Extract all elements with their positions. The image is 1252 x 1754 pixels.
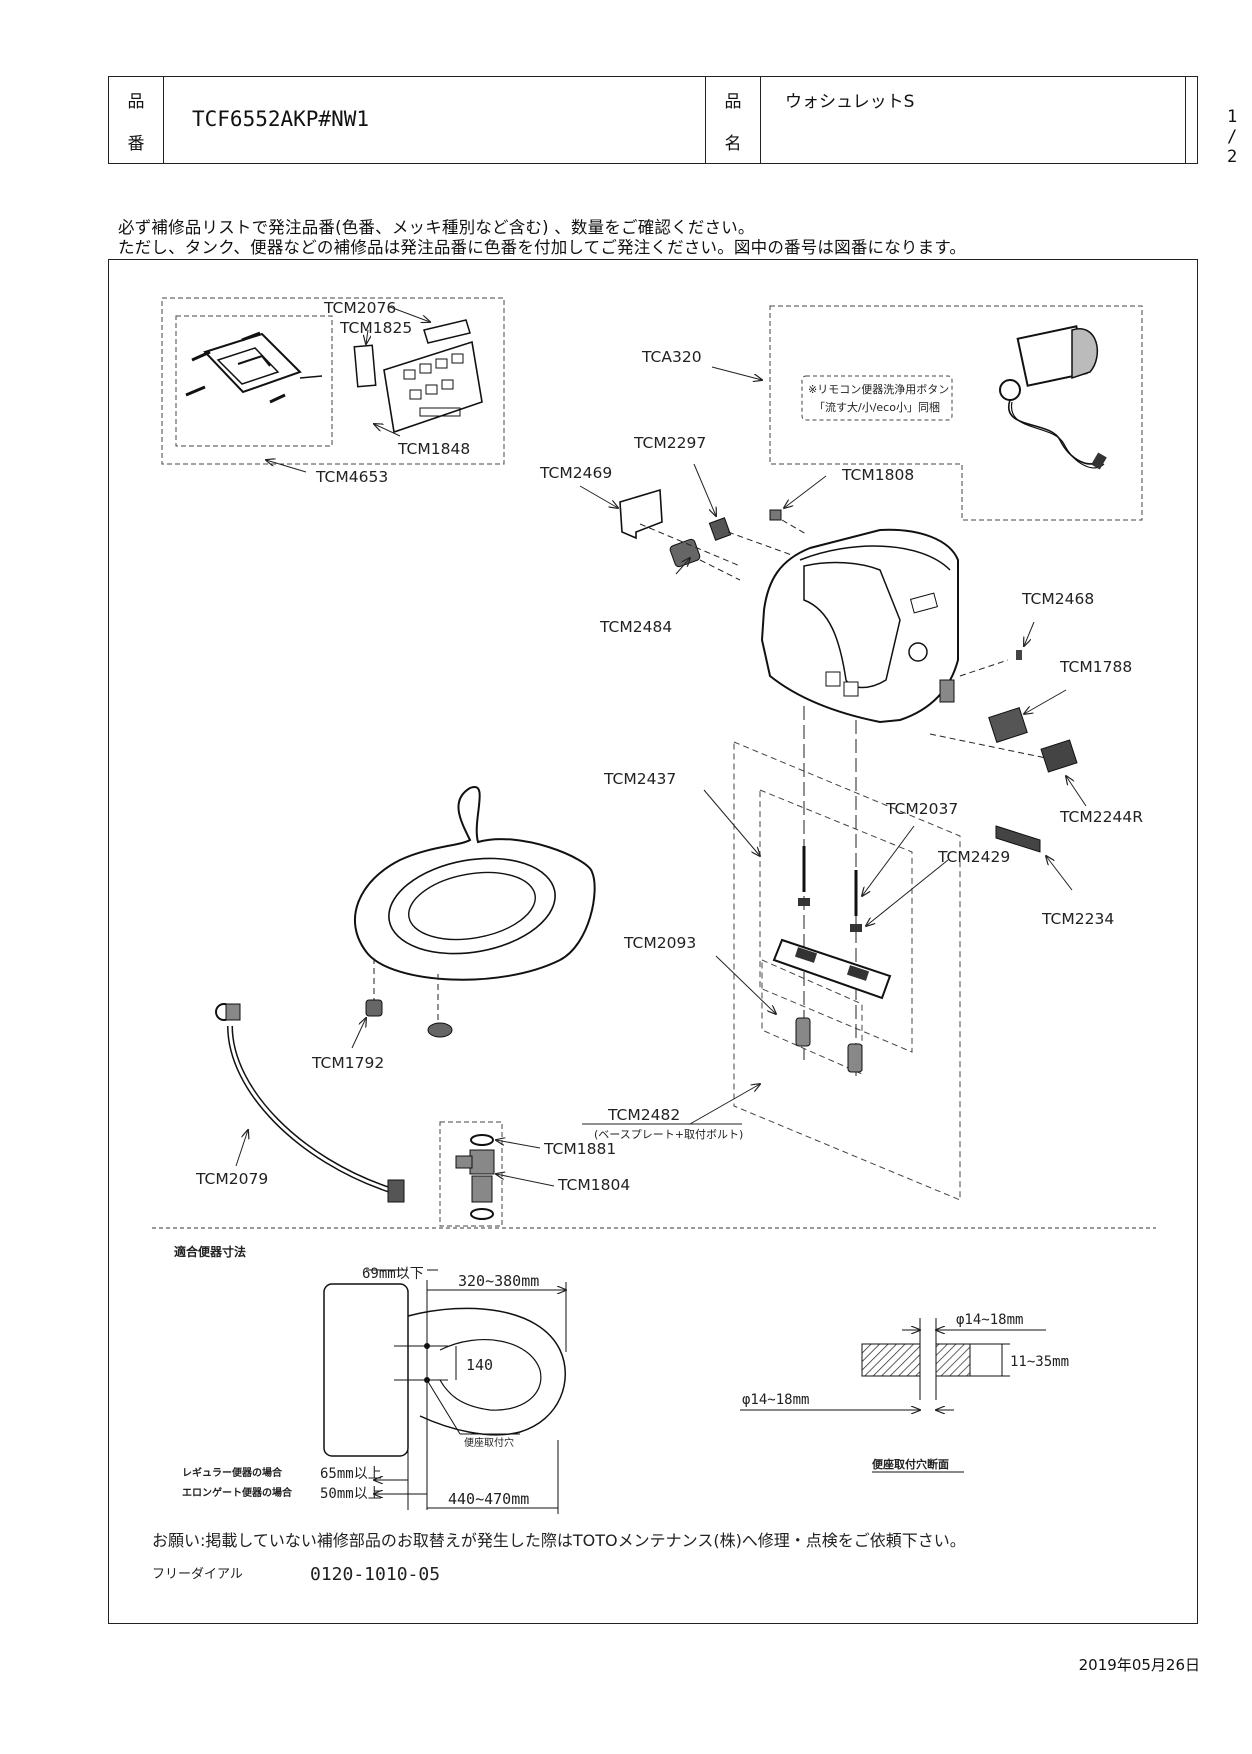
label-tcm2484: TCM2484: [599, 618, 672, 636]
seat-hole-label: 便座取付穴: [464, 1436, 514, 1449]
issue-date: 2019年05月26日: [1078, 1656, 1200, 1674]
product-name-cell: ウォシュレットS: [761, 77, 1186, 163]
name-label-top: 品: [724, 92, 742, 112]
side-cover-icon: [995, 825, 1041, 853]
grille-icon: [1040, 739, 1078, 773]
pin-icon: [1016, 650, 1022, 660]
clip-icon: [769, 509, 782, 521]
bowl-outline: [407, 1307, 566, 1436]
dim-140: 140: [466, 1356, 493, 1374]
label-tcm2076: TCM2076: [323, 299, 396, 317]
section-caption: 便座取付穴断面: [872, 1457, 949, 1471]
regular-bowl-label: レギュラー便器の場合: [182, 1466, 283, 1479]
dim-phi-top: φ14~18mm: [956, 1312, 1023, 1328]
dim-phi-bottom: φ14~18mm: [742, 1392, 809, 1408]
solenoid-valve-icon: [999, 325, 1107, 470]
washer-icon: [798, 898, 810, 906]
washer-icon: [850, 924, 862, 932]
hole-cross-section: [740, 1318, 1046, 1410]
tca320-group: [711, 305, 1143, 521]
page-number: 1 / 2: [1227, 107, 1238, 167]
repair-request-text: お願い:掲載していない補修部品のお取替えが発生した際はTOTOメンテナンス(株)…: [152, 1531, 966, 1550]
dim-thickness: 11~35mm: [1010, 1354, 1069, 1370]
title-block: 品 番 TCF6552AKP#NW1 品 名 ウォシュレットS 1 / 2: [108, 76, 1237, 167]
label-tcm1808: TCM1808: [841, 466, 914, 484]
remote-note-2: 「流す大/小/eco小」同梱: [814, 400, 940, 414]
label-tcm2469: TCM2469: [539, 464, 612, 482]
mounting-plate-icon: [772, 938, 892, 1000]
flush-buttons-icon: [423, 319, 471, 344]
label-tcm1804: TCM1804: [557, 1176, 630, 1194]
name-label-bottom: 名: [724, 134, 742, 154]
freedial-label: フリーダイアル: [152, 1567, 243, 1582]
label-tca320: TCA320: [641, 348, 702, 366]
diagram-frame: [108, 259, 1198, 1624]
remote-note-1: ※リモコン便器洗浄用ボタン: [808, 382, 949, 396]
label-tcm1788: TCM1788: [1059, 658, 1132, 676]
dimension-section-title: 適合便器寸法: [174, 1244, 246, 1259]
name-label-cell: 品 名: [706, 77, 761, 163]
note-line-2: ただし、タンク、便器などの補修品は発注品番に色番を付加してご発注ください。図中の…: [118, 238, 967, 257]
label-tcm4653: TCM4653: [315, 468, 388, 486]
dimension-drawing: 適合便器寸法 69mm以下 320~380mm 140 便座取付穴 レギュラー便…: [174, 1244, 1069, 1514]
part-no-label-bottom: 番: [127, 134, 145, 154]
seat-cushion-icon: [365, 999, 383, 1017]
tank-outline: [323, 1283, 409, 1457]
filter-icon: [669, 538, 701, 575]
note-line-1: 必ず補修品リストで発注品番(色番、メッキ種別など含む) 、数量をご確認ください。: [118, 218, 755, 237]
label-tcm1881: TCM1881: [543, 1140, 616, 1158]
label-tcm2079: TCM2079: [195, 1170, 268, 1188]
anchor-icon: [847, 1043, 863, 1073]
label-tcm2437: TCM2437: [603, 770, 676, 788]
part-no-label-top: 品: [127, 92, 145, 112]
washlet-body-group: [579, 463, 959, 724]
bracket-icon: [619, 488, 663, 540]
wall-plate-icon: [185, 331, 323, 404]
label-tcm1848: TCM1848: [397, 440, 470, 458]
label-tcm2482: TCM2482: [607, 1106, 680, 1124]
label-tcm2482-sub: (ベースプレート+取付ボルト): [594, 1128, 743, 1141]
inlet-fitting-icon: [693, 463, 732, 541]
label-tcm2297: TCM2297: [633, 434, 706, 452]
dim-69: 69mm以下: [362, 1266, 424, 1282]
stop-valve-group: [439, 1121, 555, 1227]
right-side-parts: [929, 621, 1087, 891]
part-no-cell: TCF6552AKP#NW1: [164, 77, 706, 163]
anchor-icon: [795, 1017, 811, 1047]
part-no-label-cell: 品 番: [109, 77, 164, 163]
label-tcm2093: TCM2093: [623, 934, 696, 952]
deodorant-filter-icon: [988, 707, 1028, 743]
label-tcm2429: TCM2429: [937, 848, 1010, 866]
regular-bowl-value: 65mm以上: [320, 1466, 382, 1482]
remote-body-icon: [383, 340, 483, 434]
elongated-bowl-value: 50mm以上: [320, 1486, 382, 1502]
base-plate-group: [582, 706, 961, 1201]
label-sheet-icon: [353, 344, 377, 388]
seat-stopper-icon: [427, 1022, 453, 1038]
label-tcm2037: TCM2037: [885, 800, 958, 818]
label-tcm2468: TCM2468: [1021, 590, 1094, 608]
label-tcm1825: TCM1825: [339, 319, 412, 337]
remote-control-group: [161, 297, 505, 473]
supply-hose-group: [215, 1003, 405, 1203]
label-tcm1792: TCM1792: [311, 1054, 384, 1072]
label-tcm2234: TCM2234: [1041, 910, 1114, 928]
freedial-number: 0120-1010-05: [310, 1564, 440, 1585]
toilet-seat-group: [351, 785, 596, 1049]
label-tcm2244r: TCM2244R: [1059, 808, 1143, 826]
product-name: ウォシュレットS: [785, 92, 915, 112]
dim-440-470: 440~470mm: [448, 1490, 529, 1508]
part-number: TCF6552AKP#NW1: [192, 107, 370, 131]
dim-320-380: 320~380mm: [458, 1272, 539, 1290]
elongated-bowl-label: エロンゲート便器の場合: [182, 1486, 293, 1499]
